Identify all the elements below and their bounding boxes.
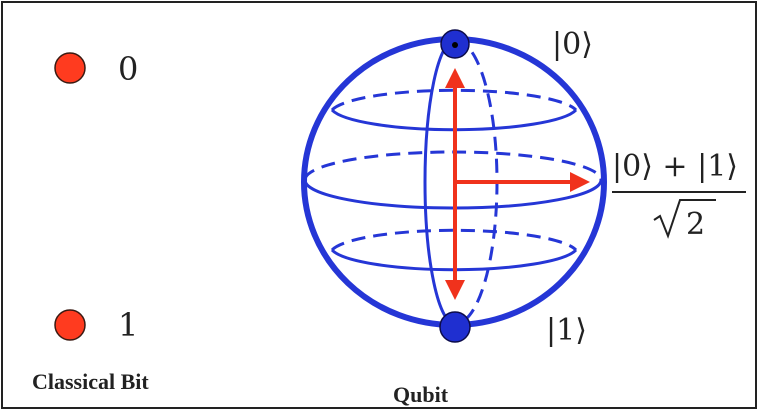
north-pole-center-mark — [452, 42, 458, 48]
latitude-back-1 — [330, 88, 578, 112]
qubit-title: Qubit — [393, 382, 449, 407]
superposition-denominator: 2 — [686, 207, 705, 242]
classical-bit-group: 0 1 Classical Bit — [32, 50, 149, 394]
superposition-fraction: |0⟩ + |1⟩ 2 — [612, 149, 746, 242]
classical-state-1-label: 1 — [118, 306, 138, 344]
sqrt-symbol — [653, 199, 716, 239]
meridian-front — [423, 38, 456, 326]
state-arrows — [445, 68, 590, 300]
south-pole-dot — [439, 311, 471, 343]
classical-bit-title: Classical Bit — [32, 369, 149, 394]
latitude-back-3 — [330, 228, 578, 252]
ket-zero-label: |0⟩ — [552, 27, 593, 62]
classical-state-0-dot — [54, 52, 86, 84]
ket-one-label: |1⟩ — [546, 313, 587, 348]
classical-state-0-label: 0 — [118, 50, 138, 88]
superposition-numerator: |0⟩ + |1⟩ — [612, 149, 738, 184]
classical-state-1-dot — [54, 309, 86, 341]
